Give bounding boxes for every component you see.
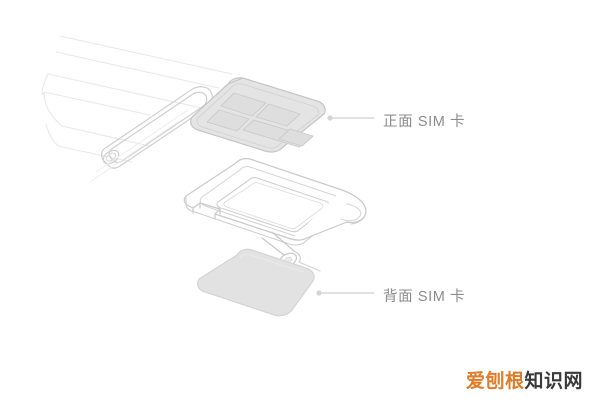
phone-chamfer-lines xyxy=(89,109,189,183)
callout-label-back-sim-card: 背面 SIM 卡 xyxy=(383,289,466,305)
site-watermark: 爱刨根知识网 xyxy=(466,366,583,393)
sim-card-tray xyxy=(183,158,367,272)
watermark-brand-text: 爱刨根 xyxy=(466,371,525,392)
sim-card-front-face xyxy=(190,77,326,153)
callout-label-front-sim-card: 正面 SIM 卡 xyxy=(383,114,466,130)
callout-leader-front xyxy=(327,115,375,121)
watermark-suffix-text: 知识网 xyxy=(524,371,584,392)
sim-contact-pads xyxy=(206,92,314,148)
sim-card-back-face xyxy=(197,248,315,317)
phone-edge-group xyxy=(41,35,233,163)
callout-leader-back xyxy=(316,290,375,296)
